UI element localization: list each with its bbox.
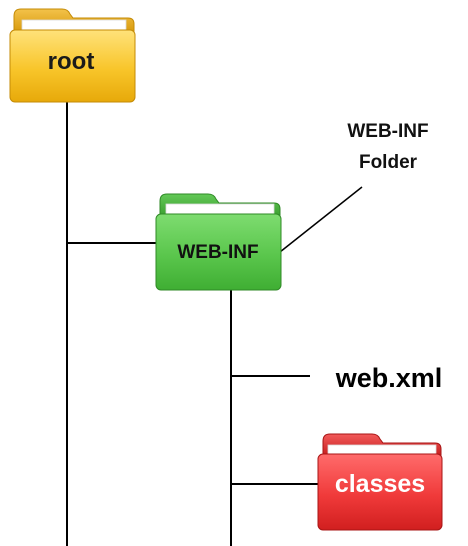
root-folder[interactable]: root <box>9 8 136 103</box>
classes-folder[interactable]: classes <box>317 433 443 531</box>
connector-lines <box>66 102 363 546</box>
callout-line-1: WEB-INF <box>347 121 428 142</box>
web-inf-callout: WEB-INF Folder <box>347 121 428 173</box>
web-xml-file[interactable]: web.xml <box>335 363 443 393</box>
folder-icon <box>317 433 443 531</box>
web-inf-folder-label: WEB-INF <box>177 242 258 263</box>
folder-icon <box>155 193 282 291</box>
root-folder-label: root <box>48 48 95 75</box>
folder-icon <box>9 8 136 103</box>
web-inf-folder[interactable]: WEB-INF <box>155 193 282 291</box>
callout-line-2: Folder <box>359 152 418 173</box>
callout-leader-line <box>279 186 363 253</box>
classes-folder-label: classes <box>335 470 425 498</box>
